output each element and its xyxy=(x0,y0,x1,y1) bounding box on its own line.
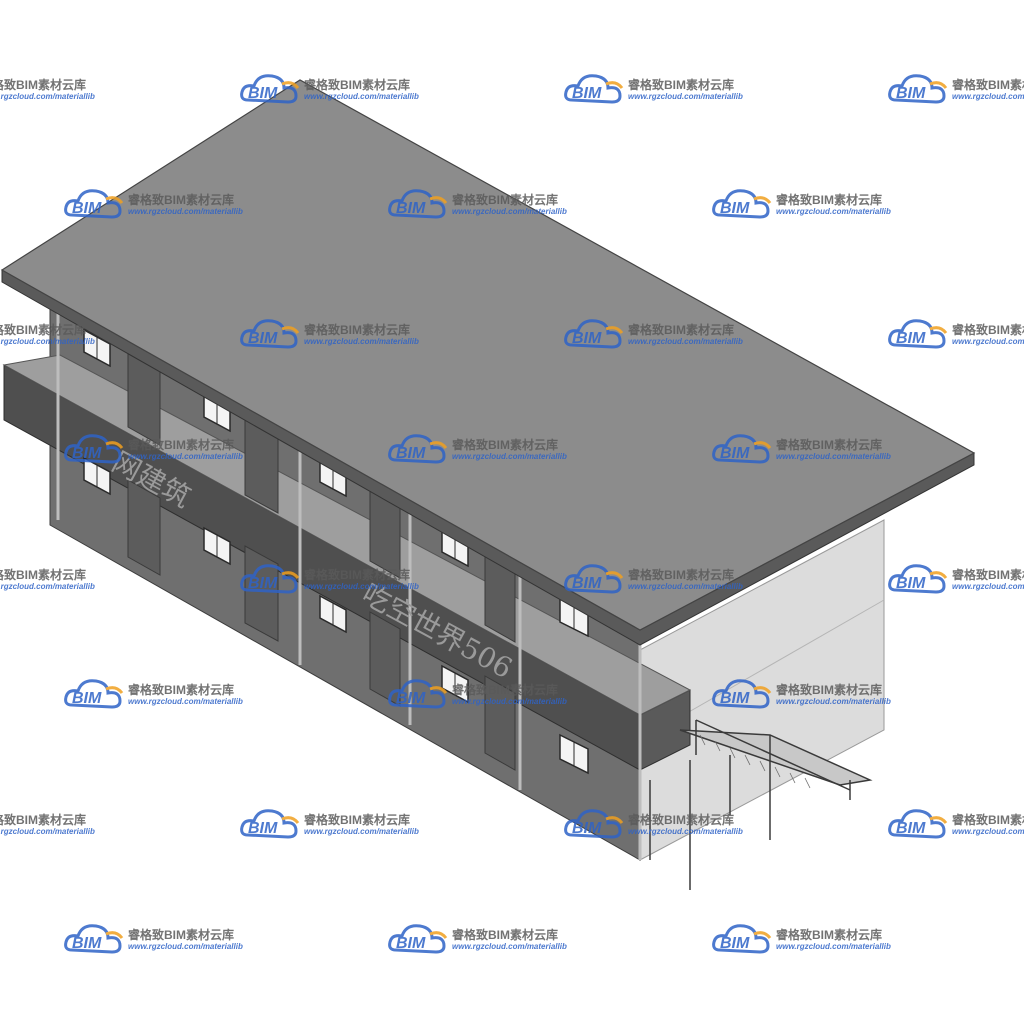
roof-slab[interactable] xyxy=(0,79,976,631)
door-panels xyxy=(127,349,516,771)
stair xyxy=(649,719,873,890)
